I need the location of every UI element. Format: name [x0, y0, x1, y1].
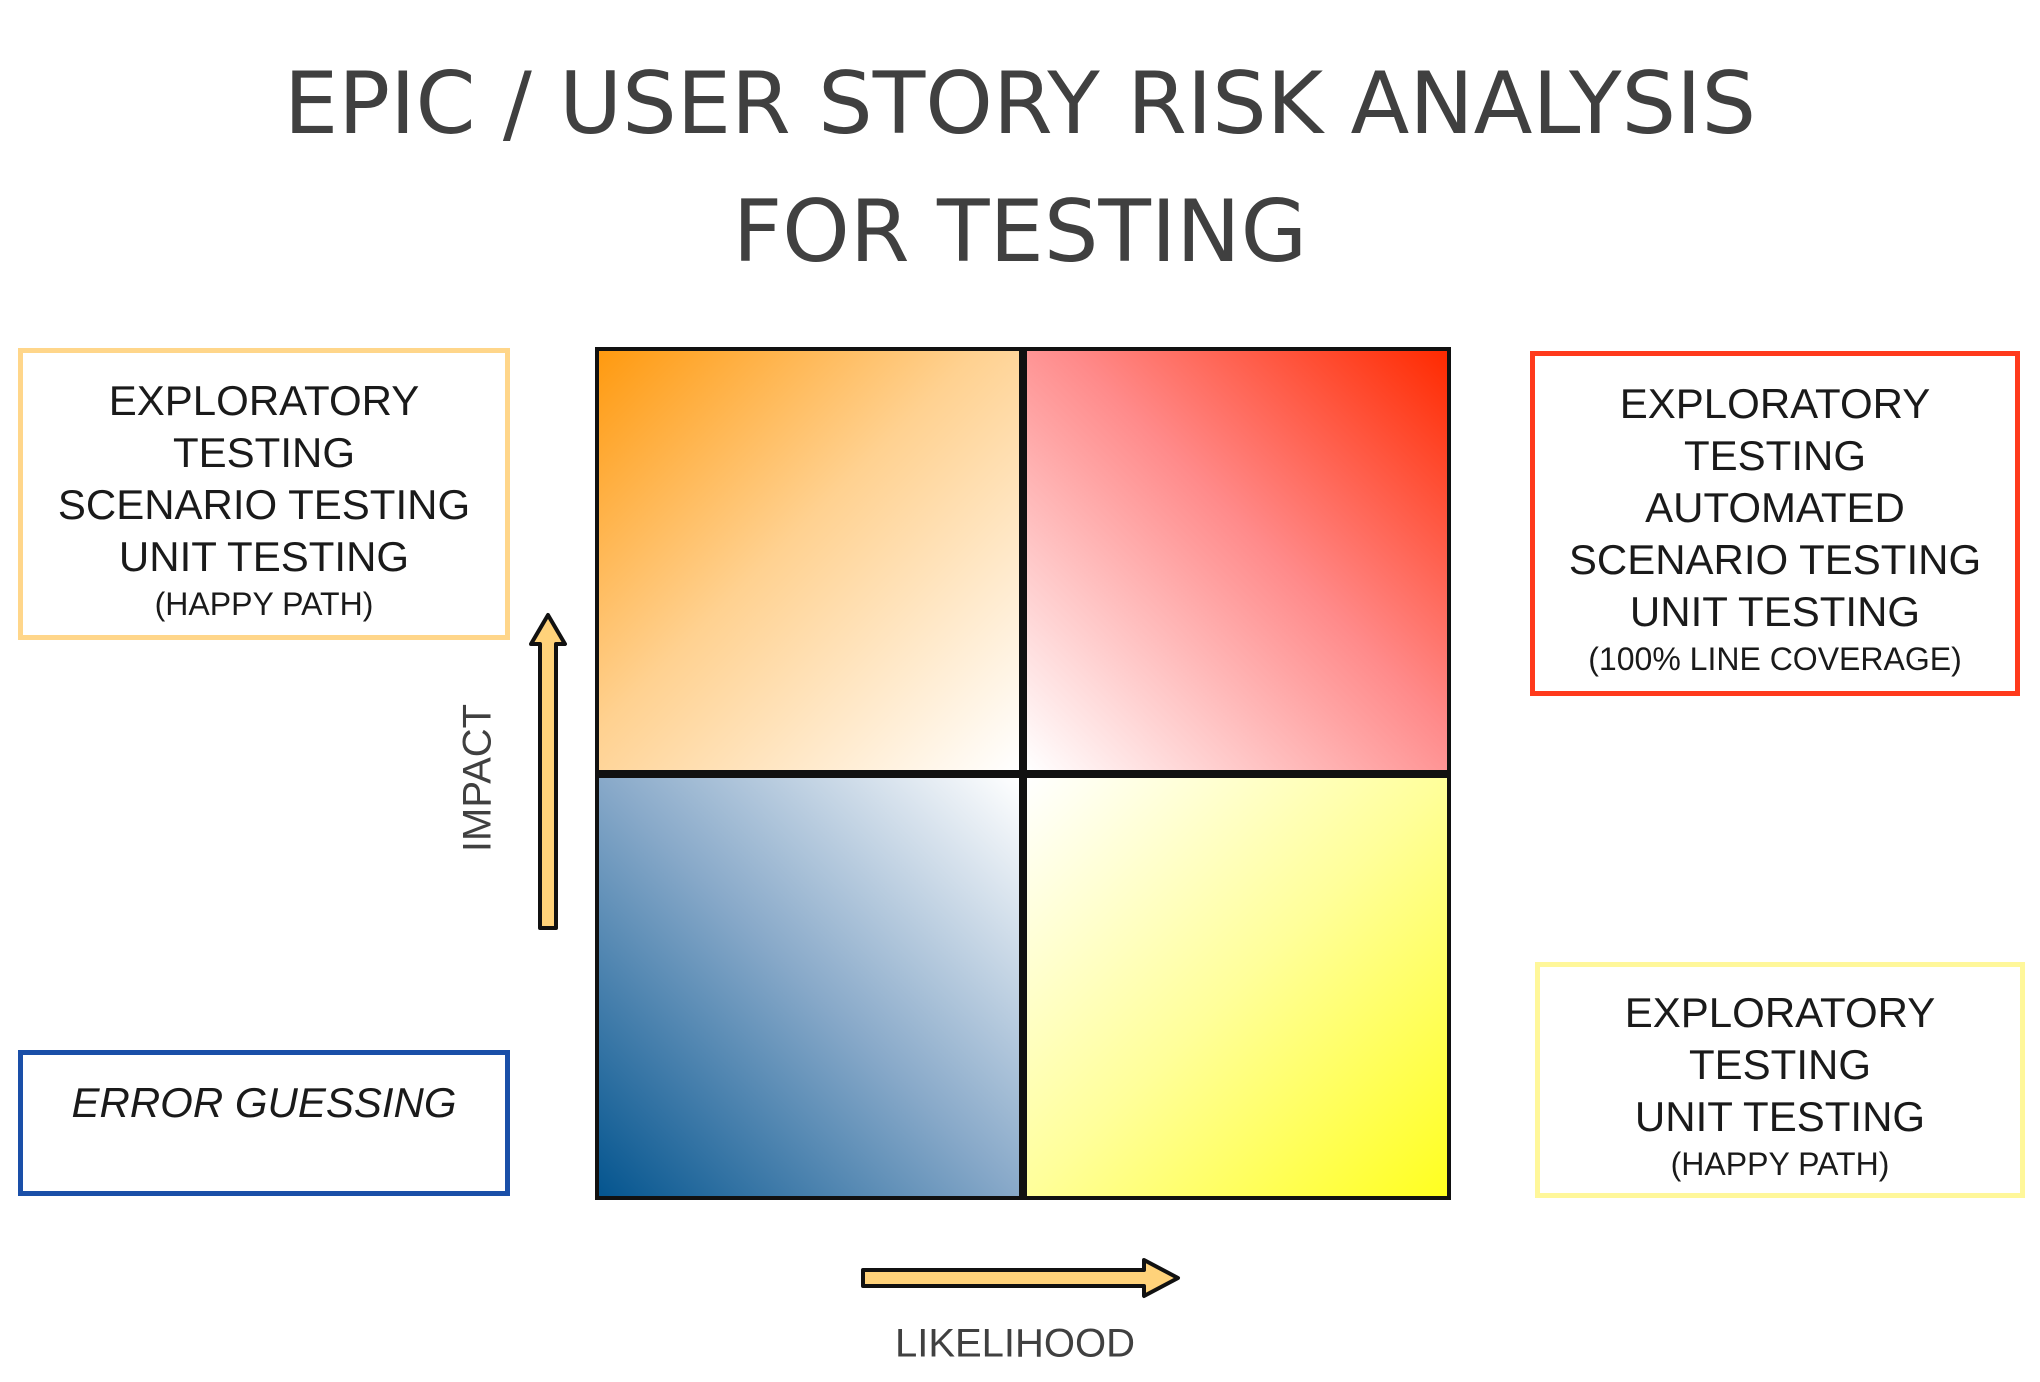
box-high-impact-high-likelihood: EXPLORATORY TESTING AUTOMATED SCENARIO T…	[1530, 351, 2020, 696]
page-title: EPIC / USER STORY RISK ANALYSIS FOR TEST…	[0, 40, 2040, 296]
box-line: SCENARIO TESTING	[1568, 536, 1982, 583]
box-note: (HAPPY PATH)	[154, 586, 374, 622]
likelihood-arrow-icon	[861, 1258, 1180, 1298]
box-note: (HAPPY PATH)	[1670, 1146, 1890, 1182]
box-low-impact-low-likelihood: ERROR GUESSING	[18, 1050, 510, 1196]
box-line: TESTING	[1683, 432, 1866, 479]
box-line: TESTING	[172, 429, 355, 476]
box-note: (100% LINE COVERAGE)	[1588, 641, 1962, 677]
box-line: UNIT TESTING	[1629, 588, 1921, 635]
box-low-impact-high-likelihood: EXPLORATORY TESTING UNIT TESTING (HAPPY …	[1535, 962, 2025, 1198]
title-line-2: FOR TESTING	[732, 182, 1308, 282]
box-line: EXPLORATORY	[108, 377, 420, 424]
box-line: TESTING	[1688, 1041, 1871, 1088]
box-line: AUTOMATED	[1645, 484, 1905, 531]
quadrant-high-impact-high-likelihood	[1023, 347, 1451, 774]
box-line: UNIT TESTING	[118, 533, 410, 580]
box-line: UNIT TESTING	[1634, 1093, 1926, 1140]
box-line: ERROR GUESSING	[71, 1079, 457, 1126]
box-line: EXPLORATORY	[1624, 989, 1936, 1036]
risk-matrix	[595, 347, 1451, 1200]
quadrant-low-impact-low-likelihood	[595, 774, 1023, 1200]
x-axis-label: LIKELIHOOD	[894, 1321, 1136, 1366]
impact-arrow-icon	[529, 613, 567, 930]
quadrant-low-impact-high-likelihood	[1023, 774, 1451, 1200]
box-high-impact-low-likelihood: EXPLORATORY TESTING SCENARIO TESTING UNI…	[18, 348, 510, 640]
quadrant-high-impact-low-likelihood	[595, 347, 1023, 774]
y-axis-label: IMPACT	[455, 703, 500, 853]
box-line: EXPLORATORY	[1619, 380, 1931, 427]
title-line-1: EPIC / USER STORY RISK ANALYSIS	[283, 54, 1757, 154]
box-line: SCENARIO TESTING	[57, 481, 471, 528]
